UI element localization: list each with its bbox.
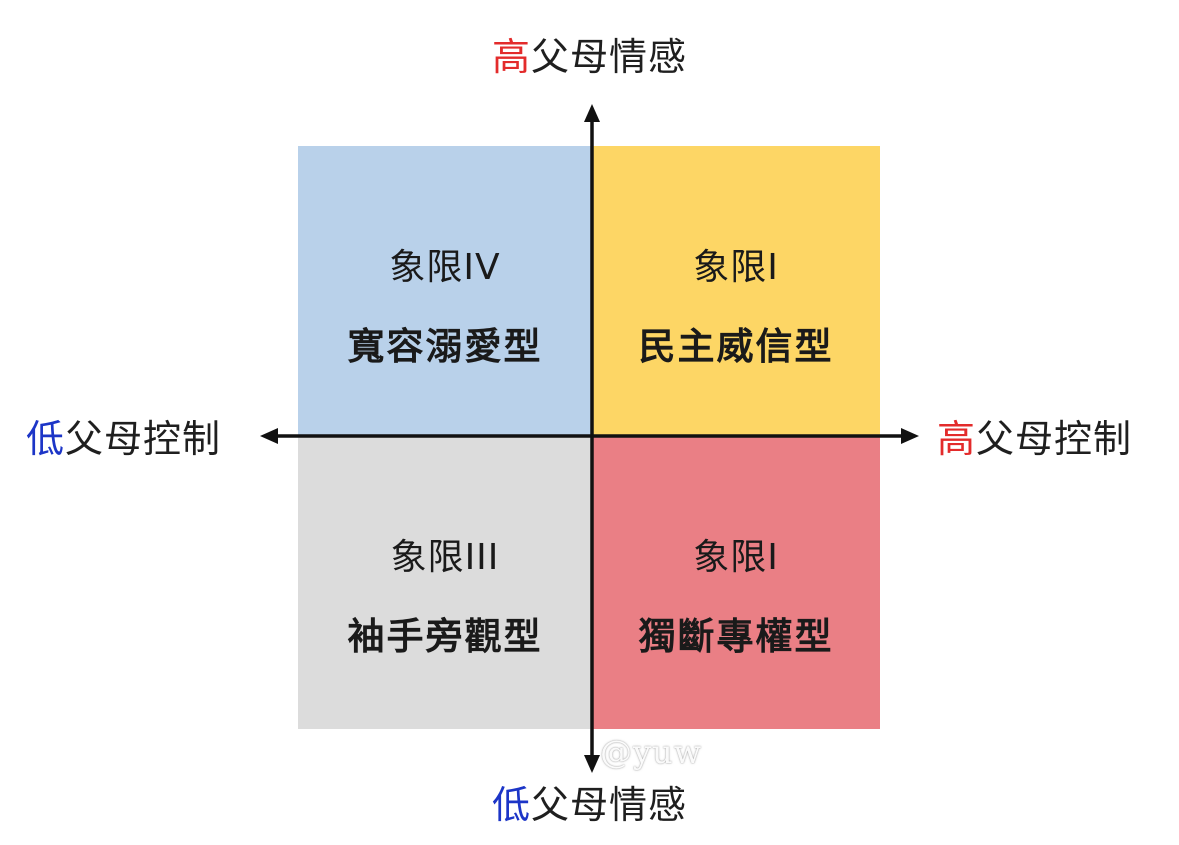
axis-label-top: 高父母情感 bbox=[0, 38, 1179, 76]
quadrant-label: 象限I bbox=[693, 537, 779, 578]
axis-level-high: 高 bbox=[491, 35, 531, 79]
quadrant-label: 象限III bbox=[390, 537, 500, 578]
axis-label-bottom: 低父母情感 bbox=[0, 786, 1179, 824]
horizontal-axis-arrow-right bbox=[901, 428, 919, 444]
axis-level-high: 高 bbox=[937, 417, 977, 461]
axis-label-right: 高父母控制 bbox=[937, 420, 1132, 458]
axis-name: 父母控制 bbox=[976, 417, 1133, 461]
parenting-style-label: 袖手旁觀型 bbox=[347, 615, 543, 658]
parenting-style-label: 寬容溺愛型 bbox=[347, 325, 543, 368]
quadrant-top-right: 象限I 民主威信型 bbox=[592, 146, 880, 436]
axis-name: 父母情感 bbox=[531, 35, 688, 79]
watermark: @yuw bbox=[600, 733, 703, 771]
axis-level-low: 低 bbox=[26, 417, 66, 461]
quadrant-bottom-left: 象限III 袖手旁觀型 bbox=[298, 436, 592, 729]
axis-name: 父母情感 bbox=[531, 783, 688, 827]
parenting-style-label: 民主威信型 bbox=[638, 325, 834, 368]
vertical-axis-arrow-up bbox=[584, 104, 600, 122]
axis-label-left: 低父母控制 bbox=[26, 420, 221, 458]
parenting-style-label: 獨斷專權型 bbox=[638, 615, 834, 658]
quadrant-label: 象限I bbox=[693, 247, 779, 288]
quadrant-top-left: 象限IV 寬容溺愛型 bbox=[298, 146, 592, 436]
axis-name: 父母控制 bbox=[65, 417, 222, 461]
quadrant-bottom-right: 象限I 獨斷專權型 bbox=[592, 436, 880, 729]
quadrant-label: 象限IV bbox=[389, 247, 501, 288]
vertical-axis-arrow-down bbox=[584, 755, 600, 773]
axis-level-low: 低 bbox=[491, 783, 531, 827]
horizontal-axis-arrow-left bbox=[260, 428, 278, 444]
